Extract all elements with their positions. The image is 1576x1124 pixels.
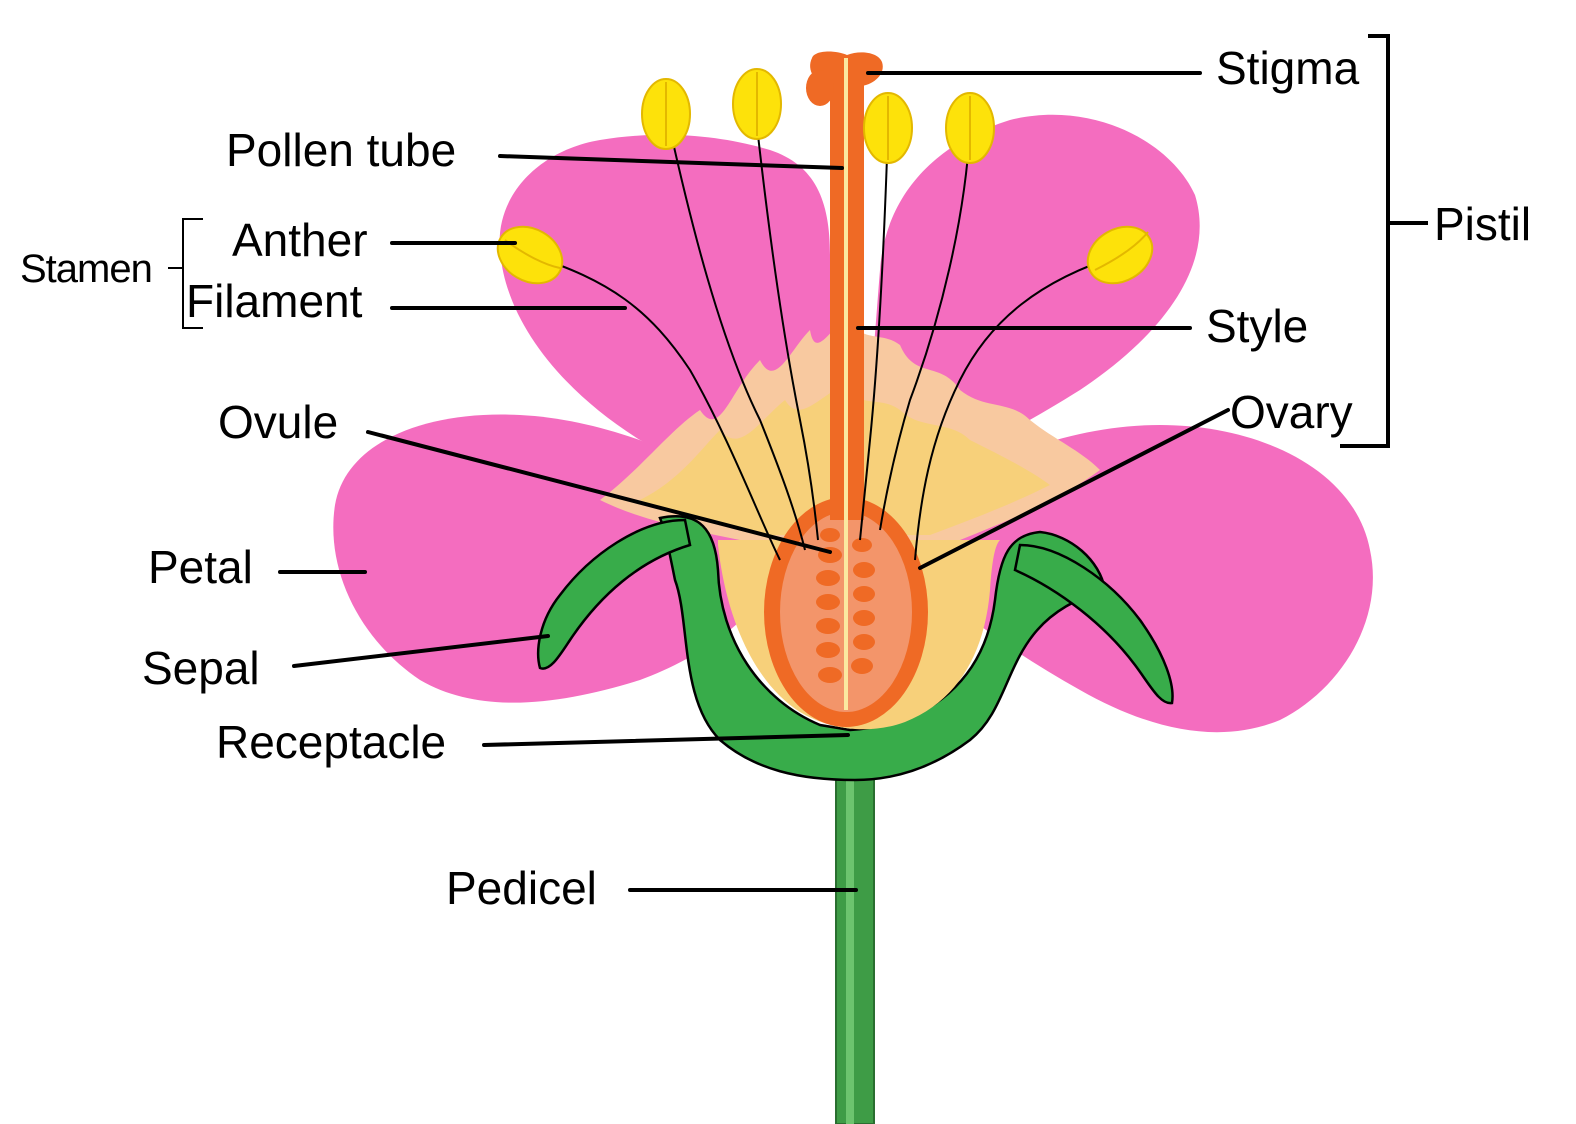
anther-top-1 (641, 78, 691, 150)
anther-top-4 (945, 92, 995, 164)
anther-right (1086, 225, 1154, 285)
stamen-bracket (168, 218, 203, 329)
label-ovule: Ovule (218, 396, 338, 448)
anthers (496, 68, 1154, 285)
label-stigma: Stigma (1216, 42, 1360, 94)
sepal-right (1013, 543, 1174, 705)
leader-lines (278, 71, 1230, 892)
label-pedicel: Pedicel (446, 862, 597, 914)
label-style: Style (1206, 300, 1308, 352)
label-filament: Filament (186, 275, 363, 327)
anther-top-2 (732, 68, 782, 140)
pistil-bracket (1340, 34, 1428, 448)
leader-receptacle (482, 733, 850, 747)
label-petal: Petal (148, 541, 253, 593)
sepals (536, 518, 1174, 705)
leader-sepal (292, 634, 550, 668)
labels: Stigma Pistil Pollen tube Stamen Anther … (20, 42, 1531, 914)
label-anther: Anther (232, 214, 368, 266)
label-ovary: Ovary (1230, 386, 1353, 438)
leader-pollen-tube (498, 154, 844, 170)
label-receptacle: Receptacle (216, 716, 446, 768)
label-pistil: Pistil (1434, 198, 1531, 250)
pistil-parts (806, 51, 883, 710)
label-stamen: Stamen (20, 247, 152, 291)
leader-ovule (366, 430, 832, 554)
anther-left (496, 225, 564, 285)
label-sepal: Sepal (142, 642, 260, 694)
filaments (529, 107, 1121, 561)
ovules (816, 528, 875, 683)
sepal-left (536, 518, 692, 670)
leader-ovary (918, 408, 1230, 570)
anther-top-3 (863, 92, 913, 164)
label-pollen-tube: Pollen tube (226, 124, 456, 176)
pedicel (835, 759, 875, 1124)
